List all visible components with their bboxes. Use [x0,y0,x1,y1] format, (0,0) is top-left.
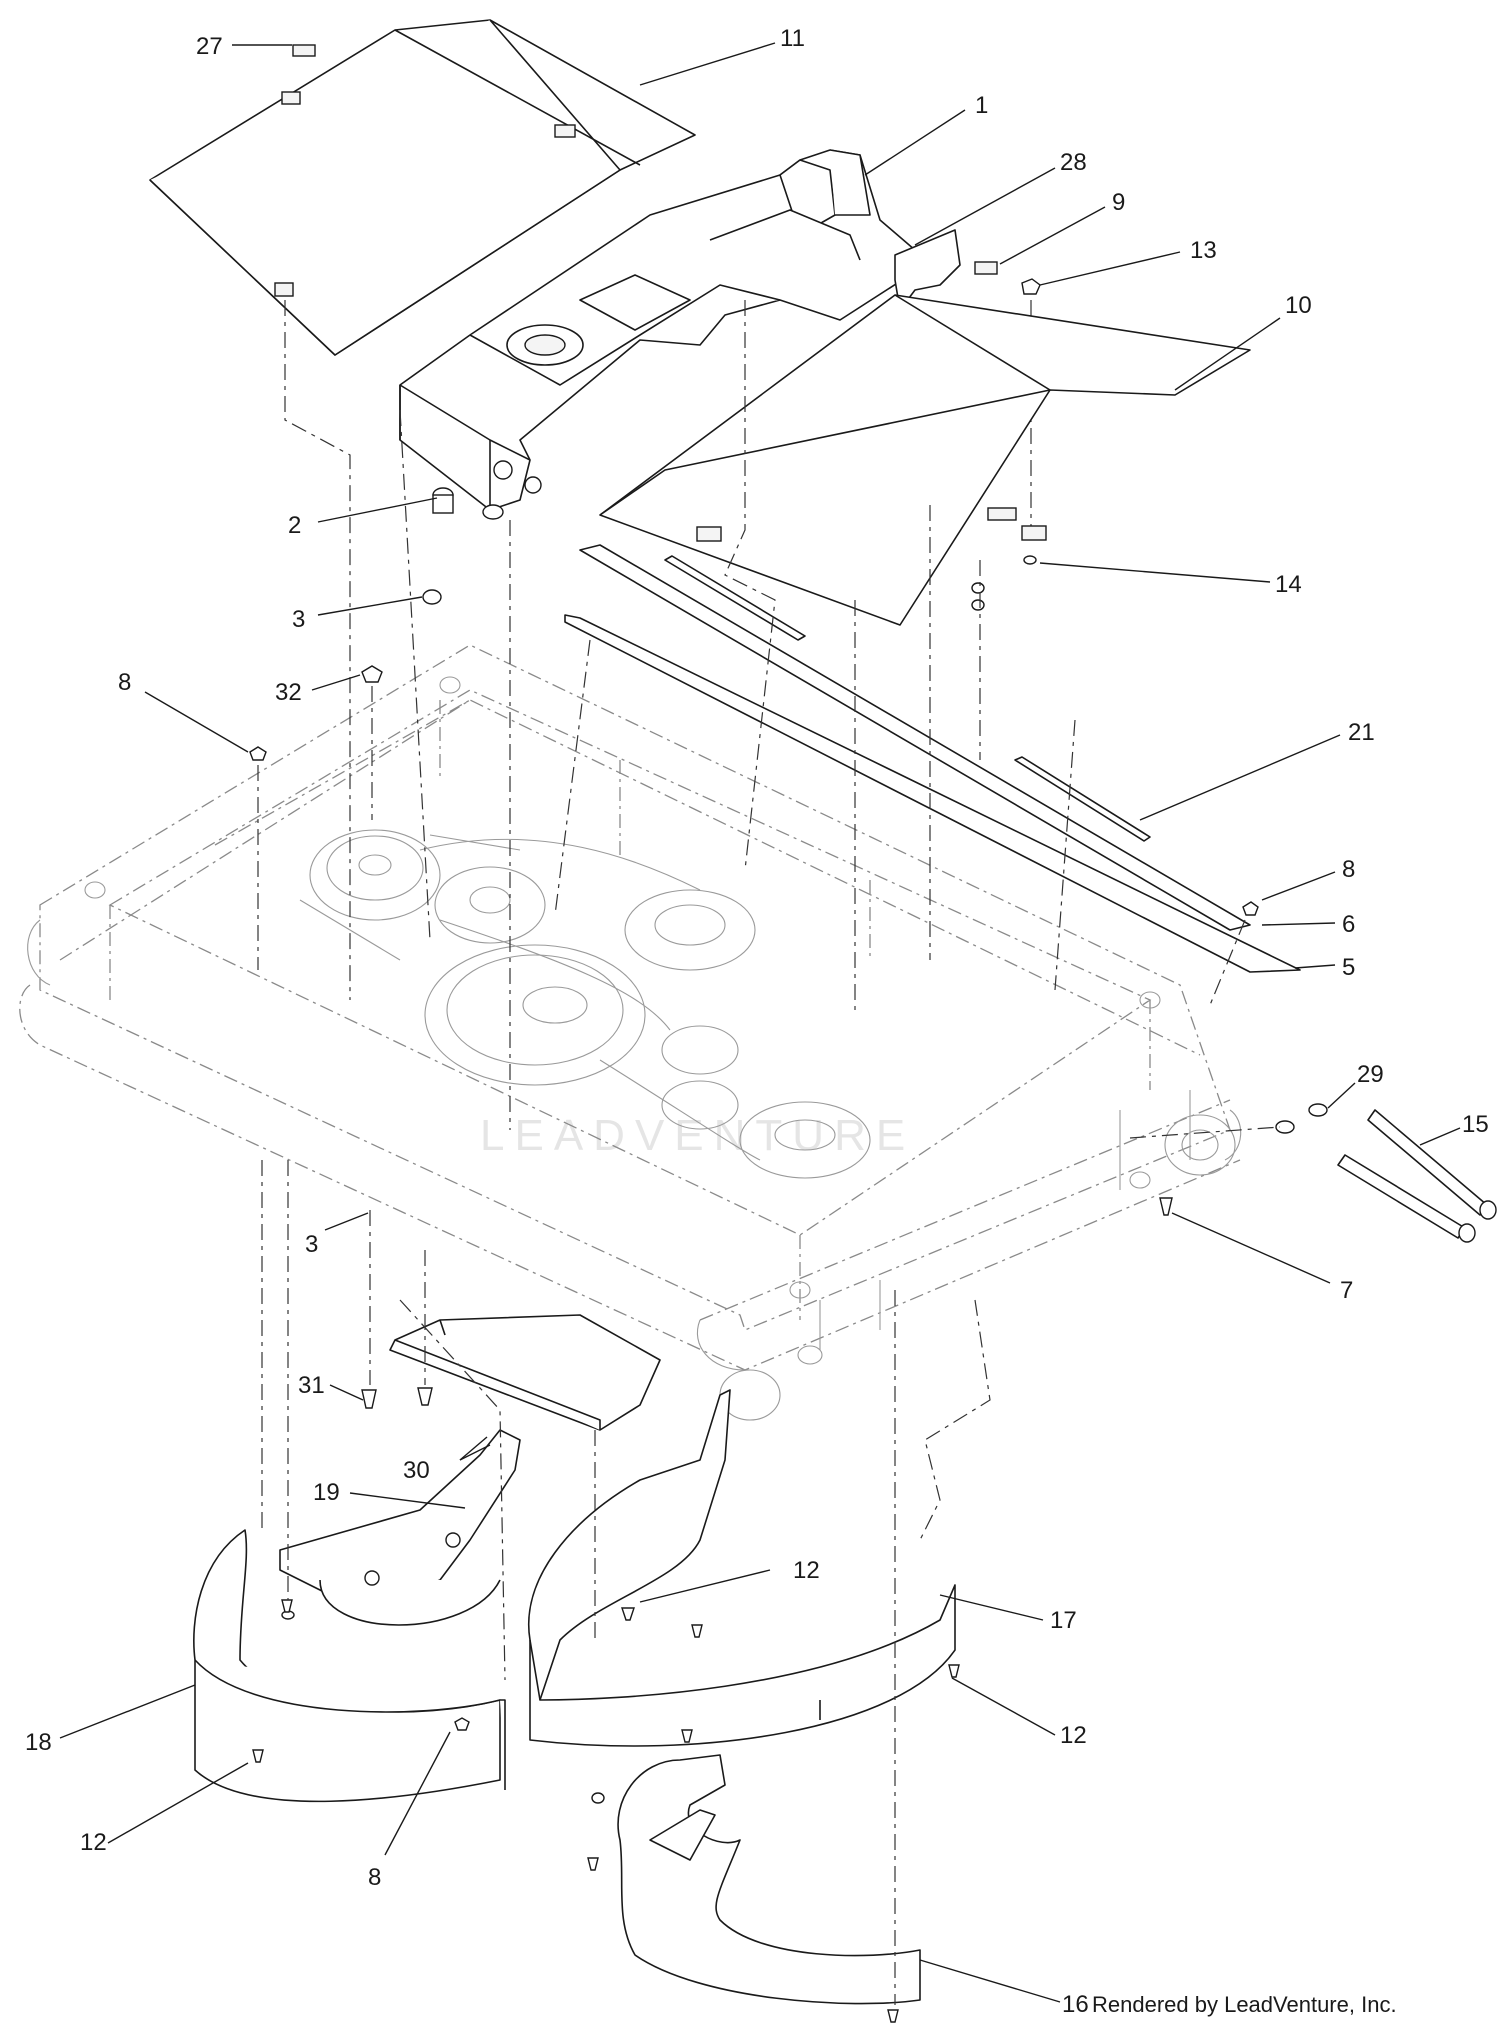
callout-2: 2 [288,512,301,539]
callout-18: 18 [25,1729,52,1756]
fastener-8-nut-right [1242,901,1259,916]
callout-21: 21 [1348,719,1375,746]
part-11-left-belt-cover [149,19,696,356]
callout-32: 32 [275,679,302,706]
part-18-left-lower-cover [193,1529,506,1803]
fastener-31-bolt [361,1387,433,1409]
callout-3-lower: 3 [305,1231,318,1258]
callout-6: 6 [1342,911,1355,938]
callout-13: 13 [1190,237,1217,264]
callout-7: 7 [1340,1277,1353,1304]
part-9-clip [974,261,998,275]
callout-8-lower: 8 [368,1864,381,1891]
part-30-mounting-plate [389,1314,661,1431]
callout-27: 27 [196,33,223,60]
part-10-right-belt-cover [599,294,1251,626]
callout-14: 14 [1275,571,1302,598]
render-credit: Rendered by LeadVenture, Inc. [1092,1992,1397,2017]
fastener-8-nut-upper [249,746,267,970]
callout-17: 17 [1050,1607,1077,1634]
callout-12-left: 12 [80,1829,107,1856]
callout-29: 29 [1357,1061,1384,1088]
fastener-32-bolt [361,665,383,820]
callout-3-upper: 3 [292,606,305,633]
part-28-bracket [894,229,961,311]
part-17-right-lower-cover [527,1389,956,1747]
callout-19: 19 [313,1479,340,1506]
callout-16: 16 [1062,1991,1089,2018]
callout-12-right: 12 [1060,1722,1087,1749]
part-6-strip [579,544,1251,931]
mower-deck-phantom [19,644,1242,1371]
callout-15: 15 [1462,1111,1489,1138]
assembly-center-lines [261,300,1281,2005]
lower-fasteners [252,1599,960,2023]
callout-labels: 27 11 1 28 9 13 10 2 14 3 32 8 21 8 6 5 … [25,25,1489,2018]
callout-11: 11 [780,25,805,52]
callout-9: 9 [1112,189,1125,216]
pulley-assembly-phantom [299,829,871,1179]
part-5-deflector-plate [564,614,1301,973]
callout-5: 5 [1342,954,1355,981]
callout-8-right: 8 [1342,856,1355,883]
callout-10: 10 [1285,292,1312,319]
part-21-strip [664,555,1151,842]
part-7-bolt [1159,1197,1173,1216]
callout-31: 31 [298,1372,325,1399]
part-16-bottom-cover [591,1754,921,2005]
part-2-bolts [432,487,504,520]
part-14-nuts [971,555,1037,611]
part-19-baffle [279,1429,521,1626]
callout-1: 1 [975,92,988,119]
part-29-washers [1275,1103,1328,1134]
callout-12-mid: 12 [793,1557,820,1584]
watermark-text: LEADVENTURE [480,1111,915,1160]
callout-8-upper: 8 [118,669,131,696]
leader-lines [59,42,1461,2003]
fastener-3-nut [422,589,442,605]
callout-30: 30 [403,1457,430,1484]
callout-28: 28 [1060,149,1087,176]
part-1-center-frame [399,149,916,511]
part-15-rods [1337,1109,1497,1243]
